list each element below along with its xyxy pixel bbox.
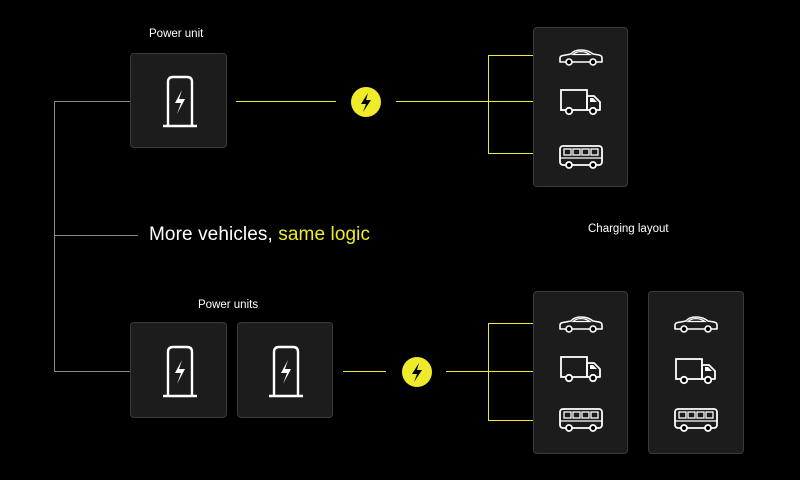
charger-icon <box>163 75 197 128</box>
power-unit-box-2 <box>237 322 333 418</box>
car-icon <box>559 316 603 333</box>
bus-icon <box>674 408 718 432</box>
charger-icon <box>163 345 197 398</box>
truck-icon <box>560 89 601 116</box>
headline: More vehicles, same logic <box>149 224 370 246</box>
charging-layout-label: Charging layout <box>588 223 669 235</box>
bus-icon <box>559 408 603 432</box>
lightning-bolt-icon <box>402 357 432 387</box>
truck-icon <box>560 356 601 383</box>
lightning-bolt-icon <box>351 87 381 117</box>
vehicle-panel-top <box>533 27 628 187</box>
truck-icon <box>675 358 716 385</box>
car-icon <box>559 49 603 66</box>
headline-main: More vehicles, <box>149 224 273 245</box>
charger-icon <box>269 345 303 398</box>
power-unit-box-1 <box>130 322 227 418</box>
power-unit-label: Power unit <box>149 28 204 40</box>
bus-icon <box>559 145 603 169</box>
headline-accent: same logic <box>278 224 371 245</box>
power-units-label: Power units <box>198 299 259 311</box>
car-icon <box>674 316 718 333</box>
power-unit-box <box>130 53 227 148</box>
